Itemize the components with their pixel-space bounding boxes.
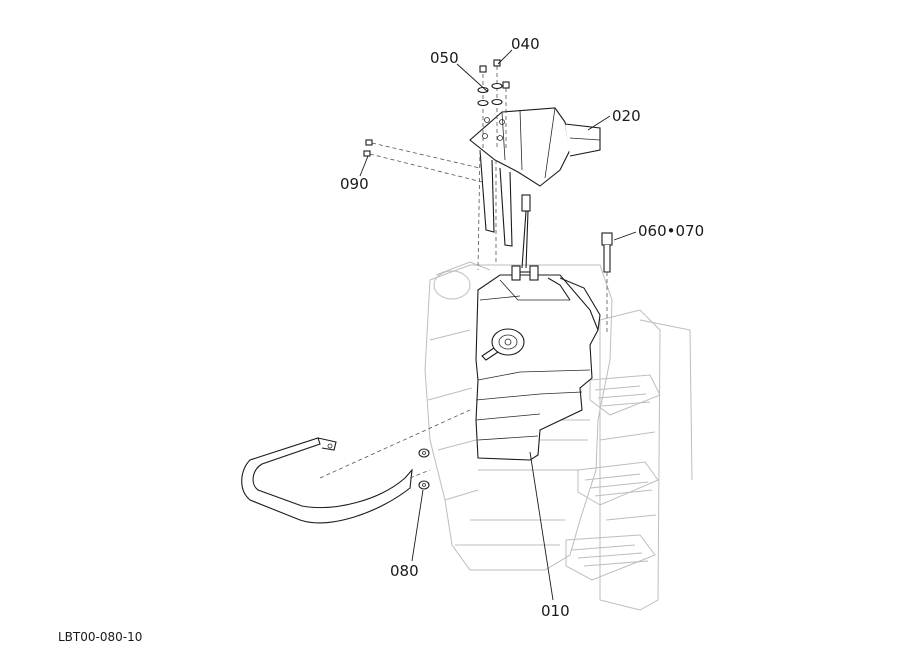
leader-lines <box>359 49 637 601</box>
ghost-step-frame <box>565 309 693 611</box>
bolts-090 <box>363 139 497 271</box>
callout-050: 050 <box>430 49 459 67</box>
callout-090: 090 <box>340 175 369 193</box>
callout-060-070: 060•070 <box>638 222 704 240</box>
tank-strap <box>241 409 471 524</box>
callout-080: 080 <box>390 562 419 580</box>
bolt-060-070 <box>601 232 613 335</box>
bolts-040-050 <box>477 59 510 150</box>
callout-020: 020 <box>612 107 641 125</box>
callout-040: 040 <box>511 35 540 53</box>
callout-010: 010 <box>541 602 570 620</box>
tank-010 <box>475 265 601 461</box>
ghost-tank-body <box>424 261 613 571</box>
washers-080 <box>418 448 430 490</box>
drawing-id: LBT00-080-10 <box>58 630 142 644</box>
bracket-020 <box>469 107 601 269</box>
